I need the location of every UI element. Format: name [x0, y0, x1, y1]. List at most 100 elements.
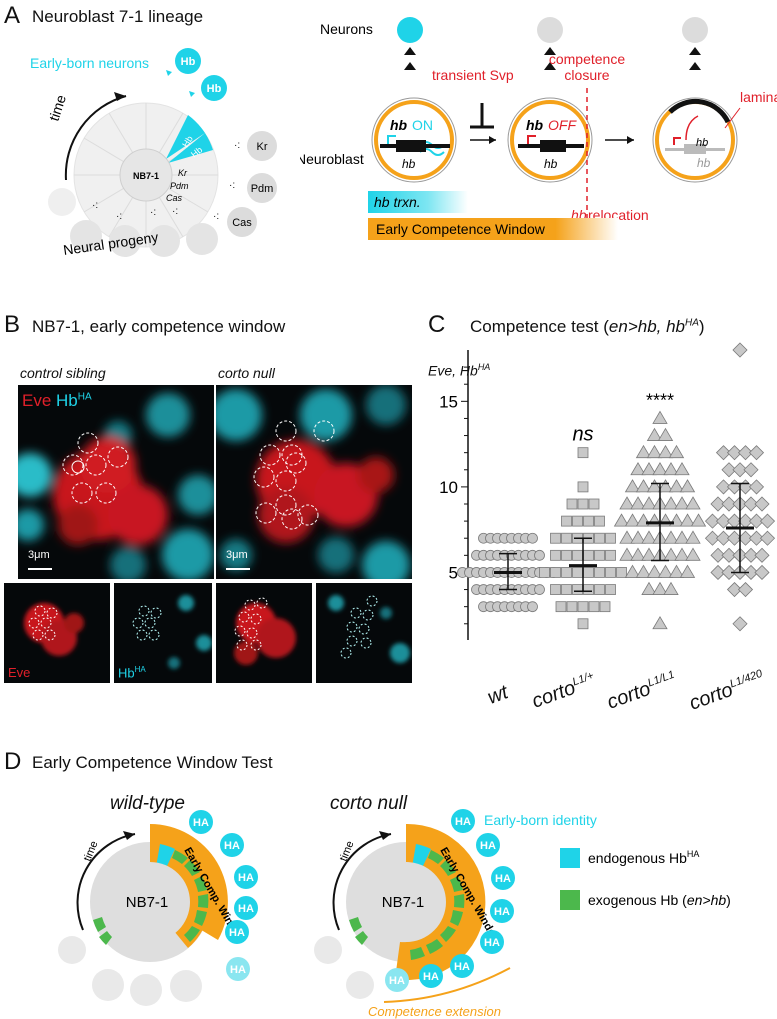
- data-point: [613, 513, 630, 527]
- scale-bar-label: 3μm: [28, 549, 50, 561]
- svg-text:HA: HA: [494, 906, 510, 918]
- data-point: [583, 515, 594, 527]
- data-point: [605, 549, 616, 561]
- y-tick-label: 5: [449, 563, 458, 582]
- data-point: [630, 547, 646, 561]
- data-point: [619, 530, 635, 544]
- data-point: [635, 564, 652, 578]
- svg-text:·:: ·:: [116, 211, 122, 222]
- data-point: [630, 496, 646, 510]
- svg-text:lamina: lamina: [740, 89, 777, 105]
- svg-text:HA: HA: [480, 840, 496, 852]
- data-point: [619, 496, 635, 510]
- data-point: [754, 547, 770, 563]
- data-point: [748, 513, 765, 529]
- data-point: [550, 549, 561, 561]
- data-point: [721, 564, 737, 581]
- hb-wedge: [168, 133, 213, 163]
- data-point: [561, 549, 572, 561]
- panel-a-title: Neuroblast 7-1 lineage: [32, 7, 204, 26]
- data-point: [566, 601, 578, 613]
- svg-text:Neurons: Neurons: [320, 21, 373, 37]
- data-point: [534, 549, 545, 561]
- corto-hb-image: [316, 583, 412, 683]
- data-point: [663, 530, 679, 544]
- data-point: [641, 547, 657, 561]
- data-point: [583, 584, 594, 595]
- svg-text:Pdm: Pdm: [251, 183, 274, 195]
- data-point: [679, 513, 696, 527]
- svg-text:hb: hb: [390, 117, 408, 133]
- svg-text:HA: HA: [495, 873, 511, 885]
- svg-text:Hb: Hb: [181, 56, 196, 68]
- label-wild-type: wild-type: [110, 793, 185, 814]
- data-point: [652, 461, 668, 476]
- significance-stars: ****: [646, 390, 674, 410]
- svg-text:Neuroblast: Neuroblast: [300, 151, 364, 167]
- data-point: [577, 481, 589, 493]
- competence-chart: 051015ns********: [439, 342, 775, 640]
- svg-text:hb: hb: [402, 157, 416, 171]
- data-point: [561, 532, 572, 544]
- data-point: [594, 567, 605, 578]
- svg-text:HA: HA: [238, 903, 254, 915]
- data-point: [668, 564, 685, 578]
- data-point: [588, 498, 600, 510]
- label-control-sibling: control sibling: [20, 365, 106, 381]
- x-label-corto-l1-420: cortoL1/420: [686, 667, 765, 715]
- data-point: [577, 498, 589, 510]
- label-corto-null-d: corto null: [330, 793, 408, 814]
- data-point: [646, 427, 663, 441]
- data-point: [710, 496, 726, 512]
- data-point: [674, 496, 690, 510]
- data-point: [635, 479, 652, 493]
- data-point: [657, 427, 674, 441]
- svg-text:ON: ON: [412, 117, 433, 133]
- scale-bar-label: 3μm: [226, 549, 248, 561]
- data-point: [732, 616, 748, 632]
- y-tick-label: 15: [439, 392, 458, 411]
- data-point: [550, 567, 561, 578]
- data-point: [679, 564, 696, 578]
- data-point: [732, 462, 748, 478]
- svg-text:Competence extension: Competence extension: [368, 1004, 501, 1019]
- data-point: [561, 515, 572, 527]
- svg-text:time: time: [82, 839, 101, 863]
- data-point: [594, 549, 605, 561]
- svg-text:·:: ·:: [234, 140, 240, 151]
- svg-text:hb: hb: [697, 156, 711, 170]
- svg-text:·:: ·:: [150, 207, 156, 218]
- svg-text:HA: HA: [224, 840, 240, 852]
- data-point: [759, 530, 775, 546]
- data-point: [594, 532, 605, 544]
- panel-b-title: NB7-1, early competence window: [32, 317, 286, 336]
- data-point: [641, 496, 657, 510]
- data-point: [663, 581, 679, 595]
- data-point: [737, 581, 754, 598]
- svg-text:HA: HA: [484, 937, 500, 949]
- data-point: [635, 444, 652, 459]
- panel-d-letter: D: [4, 748, 22, 775]
- svg-text:Early-born identity: Early-born identity: [484, 812, 597, 828]
- panel-c-letter: C: [428, 311, 446, 338]
- data-point: [577, 601, 589, 613]
- data-point: [539, 567, 550, 578]
- data-point: [641, 461, 657, 476]
- data-point: [566, 498, 578, 510]
- data-point: [624, 564, 641, 578]
- svg-text:·:: ·:: [213, 211, 219, 222]
- data-point: [715, 530, 732, 546]
- svg-text:hb: hb: [526, 117, 544, 133]
- control-image: Eve HbHA 3μm: [18, 385, 214, 579]
- svg-text:hb: hb: [696, 137, 708, 149]
- data-point: [754, 496, 770, 512]
- nb-label: NB7-1: [133, 171, 159, 181]
- svg-text:transient Svp: transient Svp: [432, 67, 514, 83]
- panel-b-letter: B: [4, 311, 21, 338]
- data-point: [583, 567, 594, 578]
- data-point: [743, 496, 759, 512]
- data-point: [679, 479, 696, 493]
- data-point: [721, 547, 737, 563]
- data-point: [668, 479, 685, 493]
